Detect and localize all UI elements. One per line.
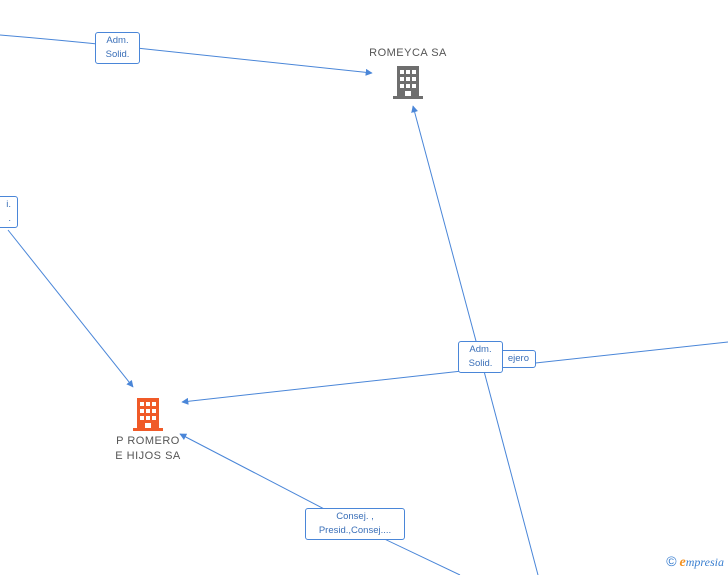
relation-label-adm-mid[interactable]: Adm. Solid. — [458, 341, 503, 373]
building-icon — [133, 398, 163, 431]
building-icon — [393, 66, 423, 99]
company-romeyca[interactable]: ROMEYCA SA — [360, 46, 456, 100]
company-promero[interactable]: P ROMERO E HIJOS SA — [100, 396, 196, 464]
brand-e: e — [679, 555, 686, 570]
relation-label-adm-top[interactable]: Adm. Solid. — [95, 32, 140, 64]
edge-bottom-to-promero — [179, 433, 461, 575]
relation-label-left-cut[interactable]: i. . — [0, 196, 18, 228]
edge-left-to-promero — [7, 229, 134, 388]
empresia-logo: © empresia — [666, 553, 724, 571]
company-romeyca-name: ROMEYCA SA — [369, 47, 447, 59]
copyright-icon: © — [666, 553, 677, 569]
edge-mid-to-promero — [181, 341, 728, 405]
company-promero-name: P ROMERO E HIJOS SA — [115, 435, 181, 462]
edge-top-to-romeyca — [0, 34, 373, 76]
relation-label-consej[interactable]: Consej. , Presid.,Consej.... — [305, 508, 405, 540]
brand-rest: mpresia — [685, 555, 724, 569]
